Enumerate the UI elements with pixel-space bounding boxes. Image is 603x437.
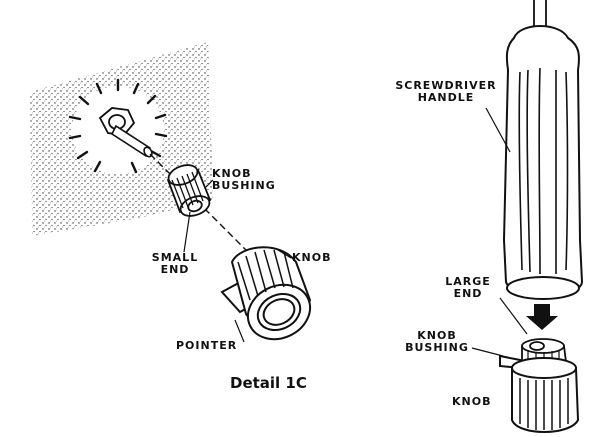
screwdriver-handle-label: SCREWDRIVER HANDLE — [384, 80, 508, 104]
knob-bushing-label-right: KNOB BUSHING — [398, 330, 476, 354]
control-shaft — [110, 124, 153, 158]
small-end-label: SMALL END — [140, 252, 210, 276]
detail-caption: Detail 1C — [230, 374, 307, 392]
large-end-label: LARGE END — [432, 276, 504, 300]
knob-label-left: KNOB — [292, 251, 332, 264]
highlight-rays — [68, 78, 168, 174]
small-end-label-line1: SMALL — [151, 251, 199, 264]
screwdriver-handle-label-line2: HANDLE — [417, 91, 475, 104]
knob-bushing-label-left-line2: BUSHING — [212, 179, 276, 192]
screwdriver-handle — [502, 25, 584, 300]
right-leader-lines — [471, 107, 528, 357]
knob-bushing-label-right-line1: KNOB — [417, 329, 457, 342]
large-end-label-line1: LARGE — [445, 275, 491, 288]
alignment-line — [149, 153, 259, 263]
left-knob-bushing — [166, 164, 212, 217]
knob-bushing-label-right-line2: BUSHING — [405, 341, 469, 354]
pointer-label: POINTER — [176, 339, 238, 352]
knob-bushing-label-left: KNOB BUSHING — [212, 168, 276, 192]
direction-arrow — [526, 304, 558, 330]
large-end-label-line2: END — [453, 287, 483, 300]
knob-label-right: KNOB — [452, 395, 492, 408]
right-knob — [499, 354, 580, 433]
left-knob — [220, 246, 312, 341]
knob-bushing-label-left-line1: KNOB — [212, 167, 252, 180]
screwdriver-shaft — [533, 0, 547, 30]
left-leader-lines — [183, 179, 292, 343]
small-end-label-line2: END — [160, 263, 190, 276]
screwdriver-handle-label-line1: SCREWDRIVER — [395, 79, 497, 92]
